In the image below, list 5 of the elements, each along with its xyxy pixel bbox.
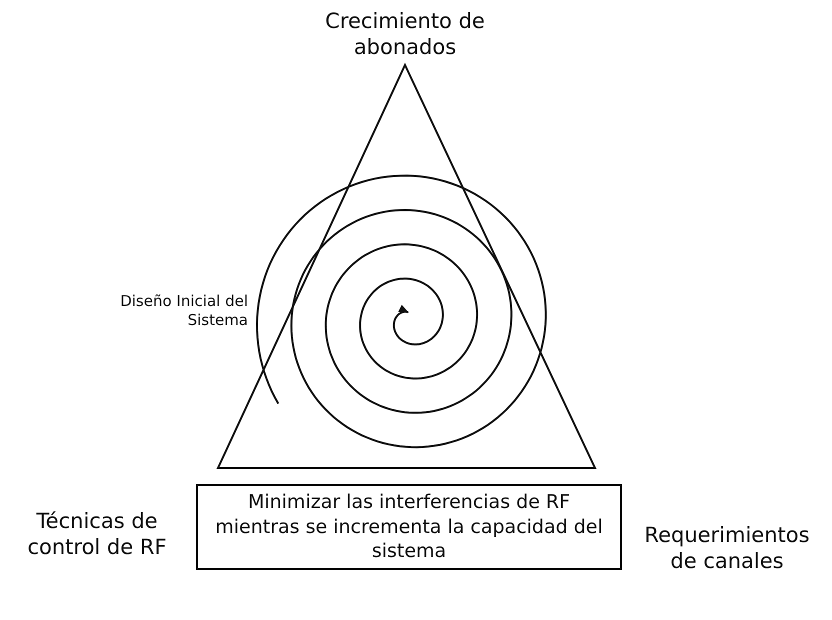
vertex-label: Crecimiento de abonados (324, 8, 486, 60)
vertex-label: Requerimientos de canales (643, 522, 811, 574)
caption-box: Minimizar las interferencias de RF mientras se incrementa la capacidad del sistema (196, 484, 622, 570)
vertex-label: Técnicas de control de RF (26, 508, 168, 560)
start-label: Diseño Inicial del Sistema (119, 292, 248, 330)
